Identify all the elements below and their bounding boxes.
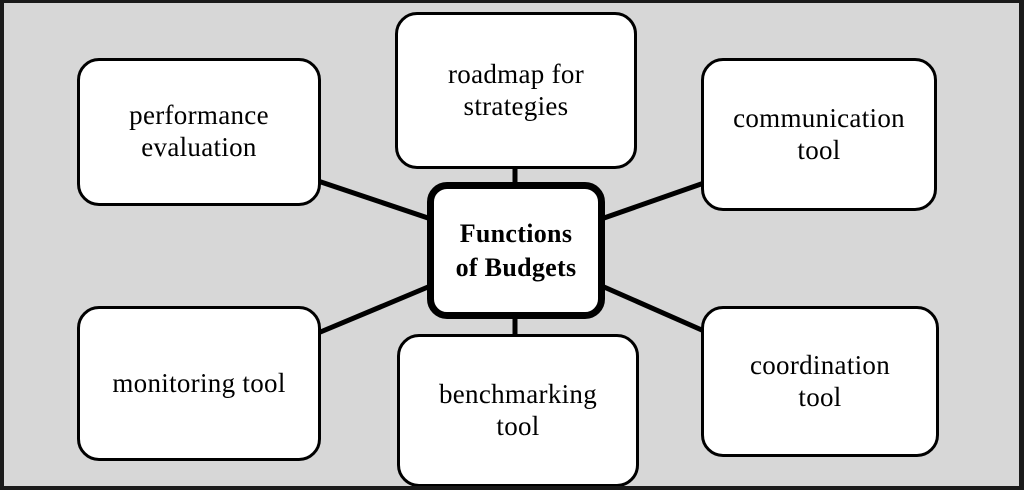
node-label-monitoring-tool: monitoring tool — [112, 367, 286, 398]
node-label-benchmarking-tool: benchmarking tool — [438, 378, 598, 441]
node-center-functions-of-budgets[interactable]: Functions of Budgets — [427, 182, 605, 319]
node-monitoring-tool[interactable]: monitoring tool — [77, 306, 321, 461]
node-benchmarking-tool[interactable]: benchmarking tool — [397, 334, 639, 486]
node-label-performance-evaluation: performance evaluation — [129, 100, 269, 162]
node-roadmap-for-strategies[interactable]: roadmap for strategies — [395, 12, 637, 169]
node-label-roadmap-for-strategies: roadmap for strategies — [448, 58, 584, 121]
node-communication-tool[interactable]: communication tool — [701, 58, 937, 211]
connector-center-to-coordination-tool — [602, 284, 706, 334]
node-label-coordination-tool: coordination tool — [749, 349, 891, 412]
connector-center-to-communication-tool — [603, 180, 705, 221]
connector-lines — [317, 166, 706, 337]
node-coordination-tool[interactable]: coordination tool — [701, 306, 939, 457]
connector-center-to-monitoring-tool — [317, 284, 429, 336]
connector-center-to-performance-evaluation — [317, 178, 429, 221]
node-performance-evaluation[interactable]: performance evaluation — [77, 58, 321, 206]
node-label-center: Functions of Budgets — [455, 219, 577, 282]
node-label-communication-tool: communication tool — [733, 102, 905, 165]
